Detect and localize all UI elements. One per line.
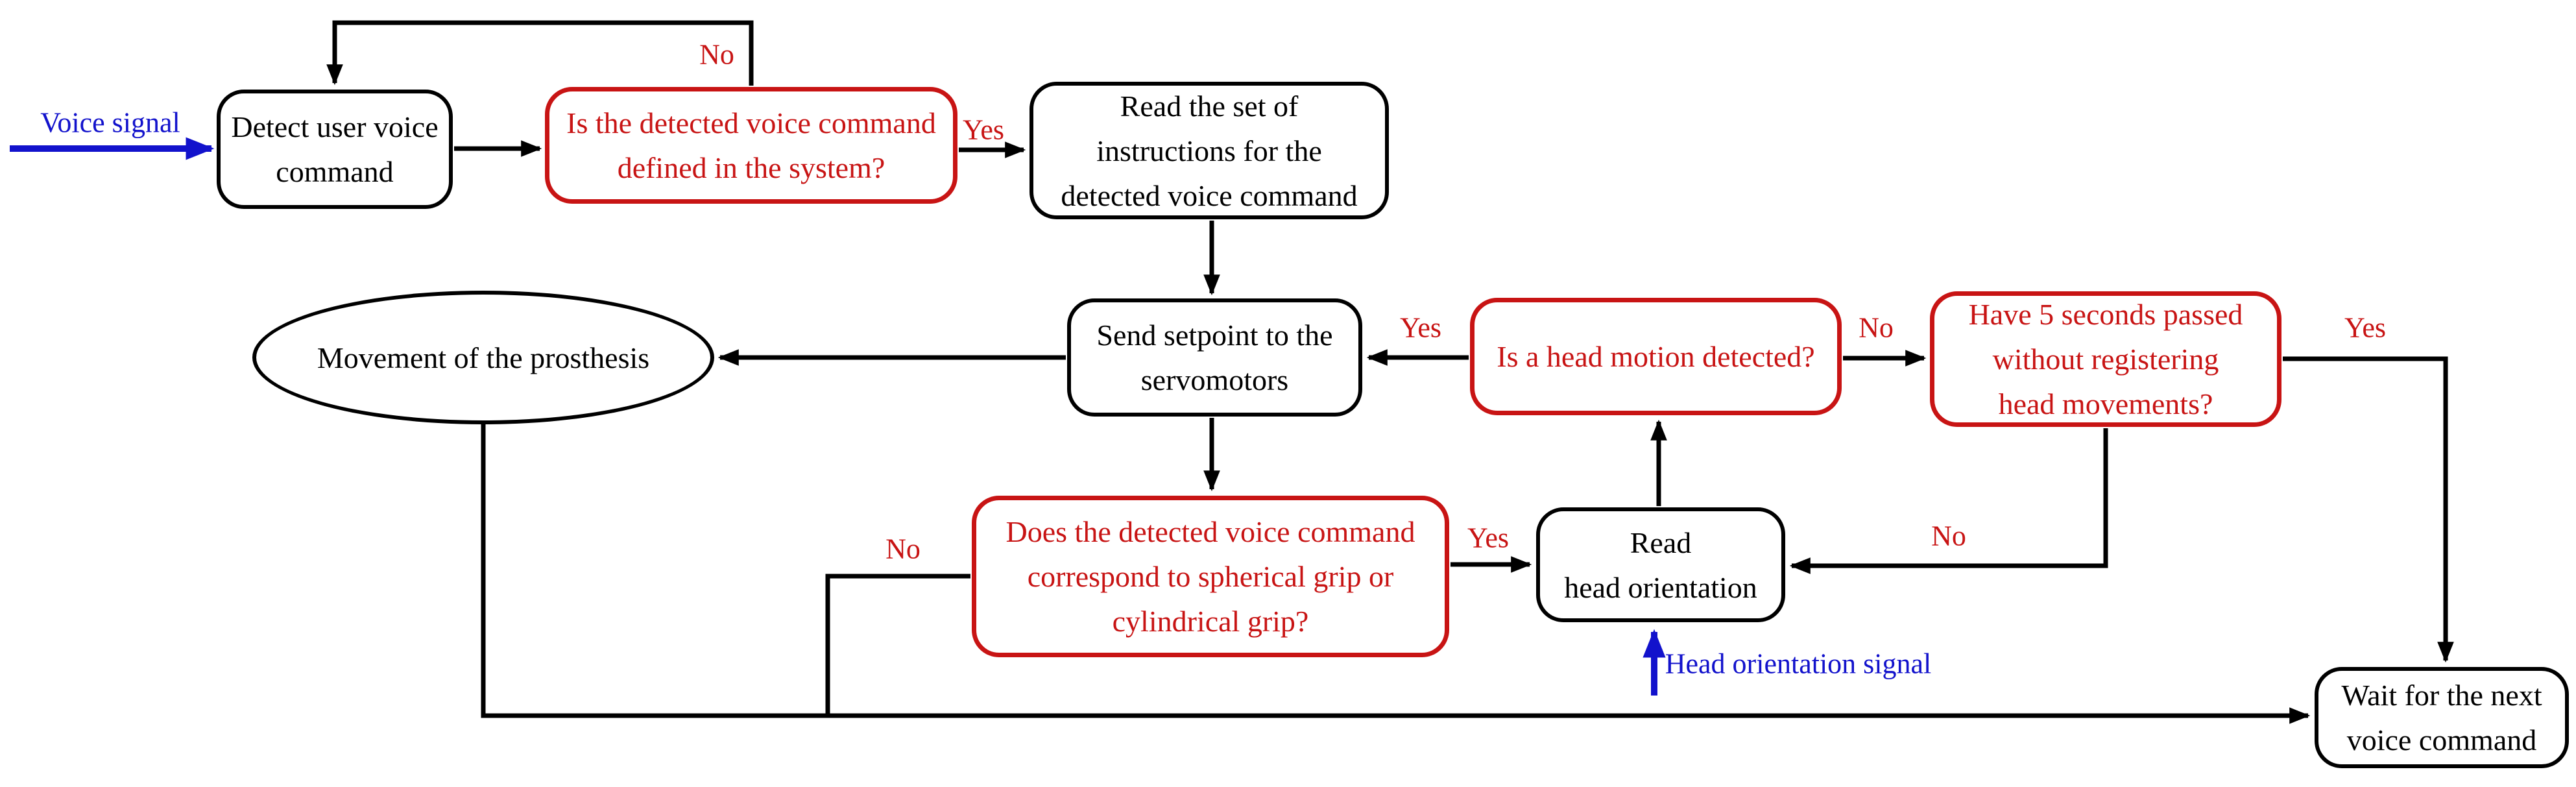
edge-label-grip-yes: Yes bbox=[1467, 522, 1510, 554]
decision-grip-label: Does the detected voice command correspo… bbox=[1005, 515, 1415, 638]
decision-five-seconds-passed: Have 5 seconds passed without registerin… bbox=[1930, 291, 2281, 427]
node-detect-label: Detect user voice command bbox=[231, 110, 439, 188]
signal-label-head-orientation: Head orientation signal bbox=[1665, 648, 1932, 680]
edge-bottom-to-wait bbox=[481, 423, 2311, 724]
signal-label-voice: Voice signal bbox=[40, 106, 180, 139]
edge-label-grip-no: No bbox=[885, 533, 921, 565]
node-read-instructions-label: Read the set of instructions for the det… bbox=[1061, 89, 1358, 212]
node-detect-voice-command: Detect user voice command bbox=[217, 90, 453, 209]
edge-label-defined-no: No bbox=[699, 38, 734, 71]
node-read-instructions: Read the set of instructions for the det… bbox=[1029, 82, 1389, 219]
edge-label-motion-yes: Yes bbox=[1399, 311, 1442, 344]
node-read-head-orientation: Read head orientation bbox=[1536, 507, 1785, 622]
edge-label-fivesec-yes: Yes bbox=[2344, 311, 2387, 344]
edge-defined-no-loop bbox=[326, 20, 754, 86]
node-movement-label: Movement of the prosthesis bbox=[317, 341, 650, 374]
node-read-head-label: Read head orientation bbox=[1564, 526, 1757, 604]
decision-five-seconds-label: Have 5 seconds passed without registerin… bbox=[1968, 298, 2243, 420]
edge-fivesec-yes-to-wait bbox=[2283, 356, 2454, 663]
decision-head-motion-detected: Is a head motion detected? bbox=[1470, 298, 1842, 415]
node-send-setpoint: Send setpoint to the servomotors bbox=[1067, 298, 1362, 417]
decision-command-defined: Is the detected voice command defined in… bbox=[545, 87, 957, 204]
edge-label-defined-yes: Yes bbox=[962, 114, 1005, 146]
edge-label-motion-no: No bbox=[1859, 311, 1894, 344]
node-wait-next-command: Wait for the next voice command bbox=[2315, 667, 2569, 768]
edge-fivesec-no-to-readhead bbox=[1789, 428, 2108, 574]
node-movement-of-prosthesis: Movement of the prosthesis bbox=[252, 291, 714, 424]
edge-label-fivesec-no: No bbox=[1931, 520, 1966, 552]
decision-defined-label: Is the detected voice command defined in… bbox=[566, 106, 936, 184]
decision-grip-command: Does the detected voice command correspo… bbox=[972, 496, 1449, 657]
node-wait-label: Wait for the next voice command bbox=[2341, 679, 2542, 757]
node-send-setpoint-label: Send setpoint to the servomotors bbox=[1096, 319, 1333, 396]
decision-head-motion-label: Is a head motion detected? bbox=[1497, 340, 1815, 373]
edge-doesgrip-no-to-bottom bbox=[825, 574, 970, 714]
